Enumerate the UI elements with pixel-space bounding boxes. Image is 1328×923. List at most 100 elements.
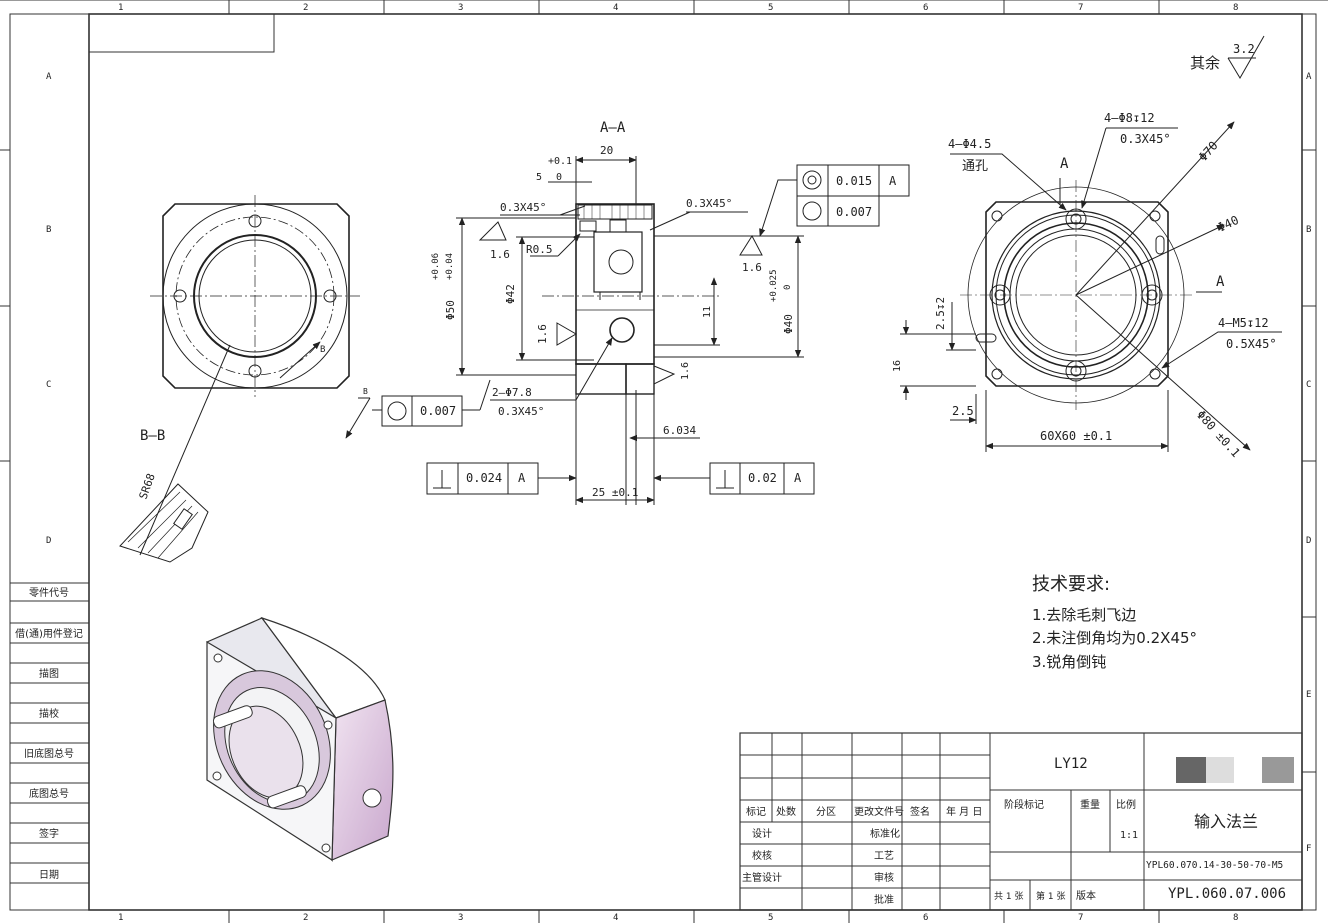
cut-label-top: A	[1060, 156, 1069, 172]
holes-cb-chamfer: 0.3X45°	[1120, 132, 1171, 146]
tb-part-name: 输入法兰	[1194, 812, 1258, 831]
side-label: 旧底图总号	[24, 747, 74, 760]
tb-role: 主管设计	[742, 871, 782, 884]
row-label: B	[1306, 225, 1311, 235]
roughness-default-label: 其余	[1190, 54, 1220, 72]
cut-label-right: A	[1216, 274, 1225, 290]
rough-2: 1.6	[742, 261, 762, 274]
tb-stage: 阶段标记	[1004, 798, 1044, 811]
tb-header: 年 月 日	[946, 805, 982, 818]
row-label: C	[1306, 380, 1311, 390]
tech-req-item: 1.去除毛刺飞边	[1032, 606, 1136, 624]
title-block	[739, 732, 1303, 911]
tech-req-title: 技术要求:	[1032, 574, 1110, 595]
tb-header: 分区	[816, 806, 836, 818]
dia-50-tol-up: +0.06	[431, 253, 441, 280]
roughness-default: 其余 3.2	[1190, 35, 1265, 79]
dia-80: Φ80 ±0.1	[1194, 408, 1243, 460]
tb-role: 标准化	[870, 827, 900, 840]
side-panel: 零件代号 借(通)用件登记 描图 描校 旧底图总号 底图总号 签字 日期	[10, 582, 89, 884]
tech-req-item: 2.未注倒角均为0.2X45°	[1032, 629, 1197, 647]
col-label: 1	[118, 913, 123, 923]
tb-model-code: YPL60.070.14-30-50-70-M5	[1146, 860, 1283, 871]
dia-40-front: Φ40	[1215, 213, 1241, 235]
tb-header: 标记	[746, 806, 766, 818]
dim-tol-top-5: 5	[536, 172, 542, 183]
side-label: 描校	[39, 707, 59, 720]
dim-tol-top-0: 0	[556, 172, 562, 183]
dim-20: 20	[600, 144, 613, 157]
tb-scale-value: 1:1	[1120, 830, 1138, 841]
col-label: 1	[118, 3, 123, 13]
col-label: 6	[923, 913, 928, 923]
tb-role: 工艺	[874, 850, 894, 862]
dia-50-tol-low: +0.04	[445, 253, 455, 280]
col-label: 4	[613, 3, 618, 13]
tb-scale: 比例	[1116, 798, 1136, 811]
dim-25: 25 ±0.1	[592, 486, 638, 499]
col-label: 2	[303, 3, 308, 13]
gtol-perp-left-datum: A	[518, 471, 526, 485]
col-label: 2	[303, 913, 308, 923]
row-label: A	[46, 72, 52, 82]
roughness-default-value: 3.2	[1233, 42, 1255, 56]
isometric-view	[206, 616, 394, 863]
gtol-left	[381, 395, 463, 427]
tb-role: 审核	[874, 871, 894, 884]
tb-header: 处数	[776, 805, 796, 818]
tb-weight: 重量	[1080, 798, 1100, 811]
rough-1: 1.6	[490, 248, 510, 261]
gtol-top-datum-1: A	[889, 174, 897, 188]
through-label: 通孔	[962, 159, 988, 174]
row-label: C	[46, 380, 51, 390]
radius-label: R0.5	[526, 243, 553, 256]
gtol-perp-left-value: 0.024	[466, 471, 502, 485]
sr-label: SR68	[137, 472, 158, 501]
gtol-top	[796, 164, 910, 227]
col-label: 3	[458, 913, 463, 923]
dim-tol-top: +0.1	[548, 156, 572, 167]
dia-42: Φ42	[504, 284, 517, 304]
dim-6034: 6.034	[663, 424, 696, 437]
gtol-perp-right	[709, 462, 815, 495]
row-label: D	[1306, 536, 1311, 546]
col-label: 4	[613, 913, 618, 923]
holes-label: 2—Φ7.8	[492, 386, 532, 399]
logo-blur	[1176, 757, 1294, 783]
tb-sheet-no: 第 1 张	[1036, 890, 1065, 902]
side-label: 日期	[39, 869, 59, 881]
tb-material: LY12	[1054, 756, 1088, 772]
chamfer-right: 0.3X45°	[686, 197, 732, 210]
tech-req-item: 3.锐角倒钝	[1032, 653, 1106, 671]
gtol-perp-right-value: 0.02	[748, 471, 777, 485]
tb-sheet-total: 共 1 张	[994, 891, 1023, 902]
section-label-bb: B—B	[140, 428, 165, 444]
row-label: B	[46, 225, 51, 235]
holes-cb: 4—Φ8↧12	[1104, 111, 1155, 125]
side-label: 描图	[39, 667, 59, 680]
tb-role: 批准	[874, 893, 894, 906]
gtol-perp-right-datum: A	[794, 471, 802, 485]
side-label: 零件代号	[29, 587, 69, 599]
left-view	[139, 195, 360, 556]
dim-16: 16	[892, 360, 903, 372]
zone-labels: 1 2 3 4 5 6 7 8 1 2 3 4 5 6 7 8 A B C D …	[46, 3, 1312, 923]
detail-bb	[119, 483, 209, 563]
col-label: 6	[923, 3, 928, 13]
rough-3: 1.6	[536, 324, 549, 344]
holes-chamfer: 0.3X45°	[498, 405, 544, 418]
gtol-top-value-1: 0.015	[836, 174, 872, 188]
holes-through: 4—Φ4.5	[948, 137, 991, 151]
dim-25-front: 2.5	[952, 404, 974, 418]
tb-header: 更改文件号	[854, 805, 904, 818]
tb-role: 设计	[752, 827, 772, 840]
tb-header: 签名	[910, 805, 930, 818]
row-label: E	[1306, 690, 1311, 700]
col-label: 8	[1233, 913, 1238, 923]
dia-40-tol-up: +0.025	[769, 269, 779, 302]
dia-50: Φ50	[444, 300, 457, 320]
col-label: 5	[768, 913, 773, 923]
marker-b: B	[363, 387, 368, 396]
section-view	[345, 156, 804, 505]
